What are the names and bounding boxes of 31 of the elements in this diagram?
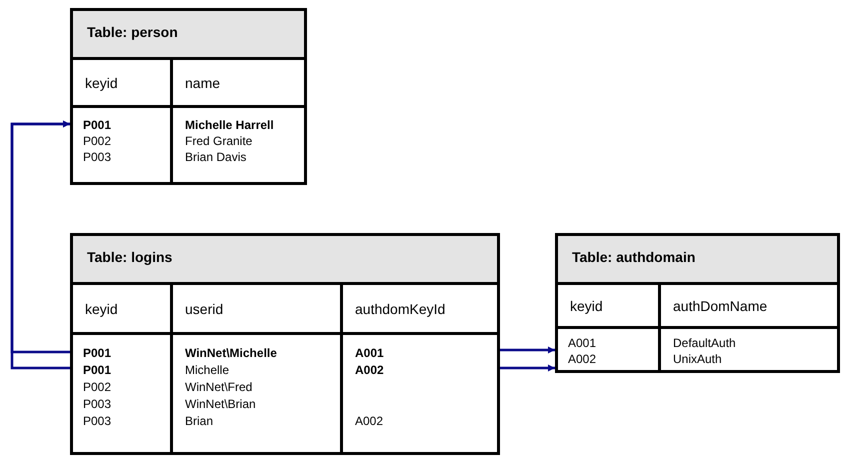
record-value: A002 bbox=[355, 414, 384, 428]
table-title: Table: logins bbox=[73, 236, 497, 285]
record-value: UnixAuth bbox=[673, 352, 722, 366]
record-value: WinNet\Brian bbox=[185, 397, 256, 411]
record-value: P001 bbox=[83, 118, 112, 132]
connector-arrow bbox=[500, 364, 555, 372]
record-value: Michelle Harrell bbox=[185, 118, 274, 132]
record-value: Brian bbox=[185, 414, 214, 428]
record-value: P002 bbox=[83, 134, 112, 148]
record-value: Brian Davis bbox=[185, 150, 246, 164]
record-value: P003 bbox=[83, 397, 112, 411]
record-value: DefaultAuth bbox=[673, 336, 736, 350]
record-value: P001 bbox=[83, 363, 112, 377]
record-value: Fred Granite bbox=[185, 134, 252, 148]
database-table bbox=[555, 233, 840, 373]
record-value: P002 bbox=[83, 380, 112, 394]
connector-arrow bbox=[500, 346, 555, 354]
record-value: Michelle bbox=[185, 363, 230, 377]
record-value: P003 bbox=[83, 414, 112, 428]
record-value: WinNet\Fred bbox=[185, 380, 252, 394]
record-value: P003 bbox=[83, 150, 112, 164]
table-title: Table: authdomain bbox=[558, 236, 837, 285]
record-value: WinNet\Michelle bbox=[185, 346, 277, 360]
database-table bbox=[70, 8, 307, 185]
record-value: A002 bbox=[568, 352, 596, 366]
record-value: P001 bbox=[83, 346, 112, 360]
table-title: Table: person bbox=[73, 11, 304, 60]
record-value: A002 bbox=[355, 363, 384, 377]
record-value: A001 bbox=[355, 346, 384, 360]
database-table bbox=[70, 233, 500, 455]
record-value: A001 bbox=[568, 336, 596, 350]
